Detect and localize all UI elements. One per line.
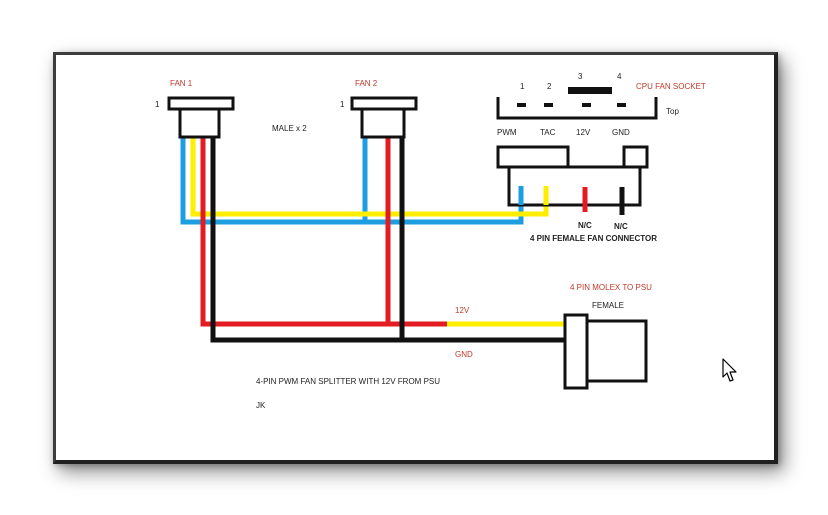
molex-connector-front: [563, 313, 589, 390]
fan1-title: FAN 1: [170, 79, 193, 88]
wire-gnd-label: GND: [455, 350, 473, 359]
male-label: MALE x 2: [272, 124, 307, 133]
fan2-pin-number: 1: [340, 100, 345, 109]
fan2-title: FAN 2: [355, 79, 378, 88]
molex-female-label: FEMALE: [592, 301, 624, 310]
socket-pin-slot-3: [582, 103, 591, 107]
socket-pin-slot-2: [544, 103, 553, 107]
red-wire: [200, 136, 447, 327]
molex-title: 4 PIN MOLEX TO PSU: [570, 283, 652, 292]
cpu-fan-socket: [496, 97, 658, 120]
fan1-pin-number: 1: [155, 100, 160, 109]
socket-pin-slot-4: [617, 103, 626, 107]
nc-label-black: N/C: [614, 222, 628, 231]
socket-pin-slot-1: [517, 103, 526, 107]
socket-pin-name-pwm: PWM: [497, 128, 517, 137]
socket-top-label: Top: [666, 107, 679, 116]
black-wire: [210, 136, 565, 343]
socket-pin-4: 4: [617, 72, 622, 81]
diagram-frame: [53, 52, 778, 464]
author-initials: JK: [256, 401, 266, 410]
female-connector-top-right: [622, 145, 649, 169]
diagram-caption: 4-PIN PWM FAN SPLITTER WITH 12V FROM PSU: [256, 377, 440, 386]
molex-connector-body: [585, 319, 648, 383]
fan1-connector-body: [178, 107, 221, 139]
fan2-connector-flange: [350, 96, 418, 111]
fan1-connector-flange: [167, 96, 235, 111]
socket-pin-2: 2: [547, 82, 552, 91]
blue-wire: [180, 136, 524, 225]
female-connector-body: [507, 165, 642, 207]
socket-pin-name-tac: TAC: [540, 128, 556, 137]
socket-pin-name-12v: 12V: [576, 128, 591, 137]
fan2-connector-body: [360, 107, 406, 139]
mouse-cursor-icon: [722, 358, 737, 382]
socket-pin-name-gnd: GND: [612, 128, 630, 137]
socket-key-block: [568, 87, 612, 94]
yellow-wire: [190, 136, 549, 217]
wire-12v-label: 12V: [455, 306, 470, 315]
nc-label-red: N/C: [578, 221, 592, 230]
socket-pin-3: 3: [578, 72, 583, 81]
female-connector-title: 4 PIN FEMALE FAN CONNECTOR: [530, 234, 657, 243]
socket-title: CPU FAN SOCKET: [636, 82, 706, 91]
socket-pin-1: 1: [520, 82, 525, 91]
female-connector-top-left: [496, 145, 570, 169]
